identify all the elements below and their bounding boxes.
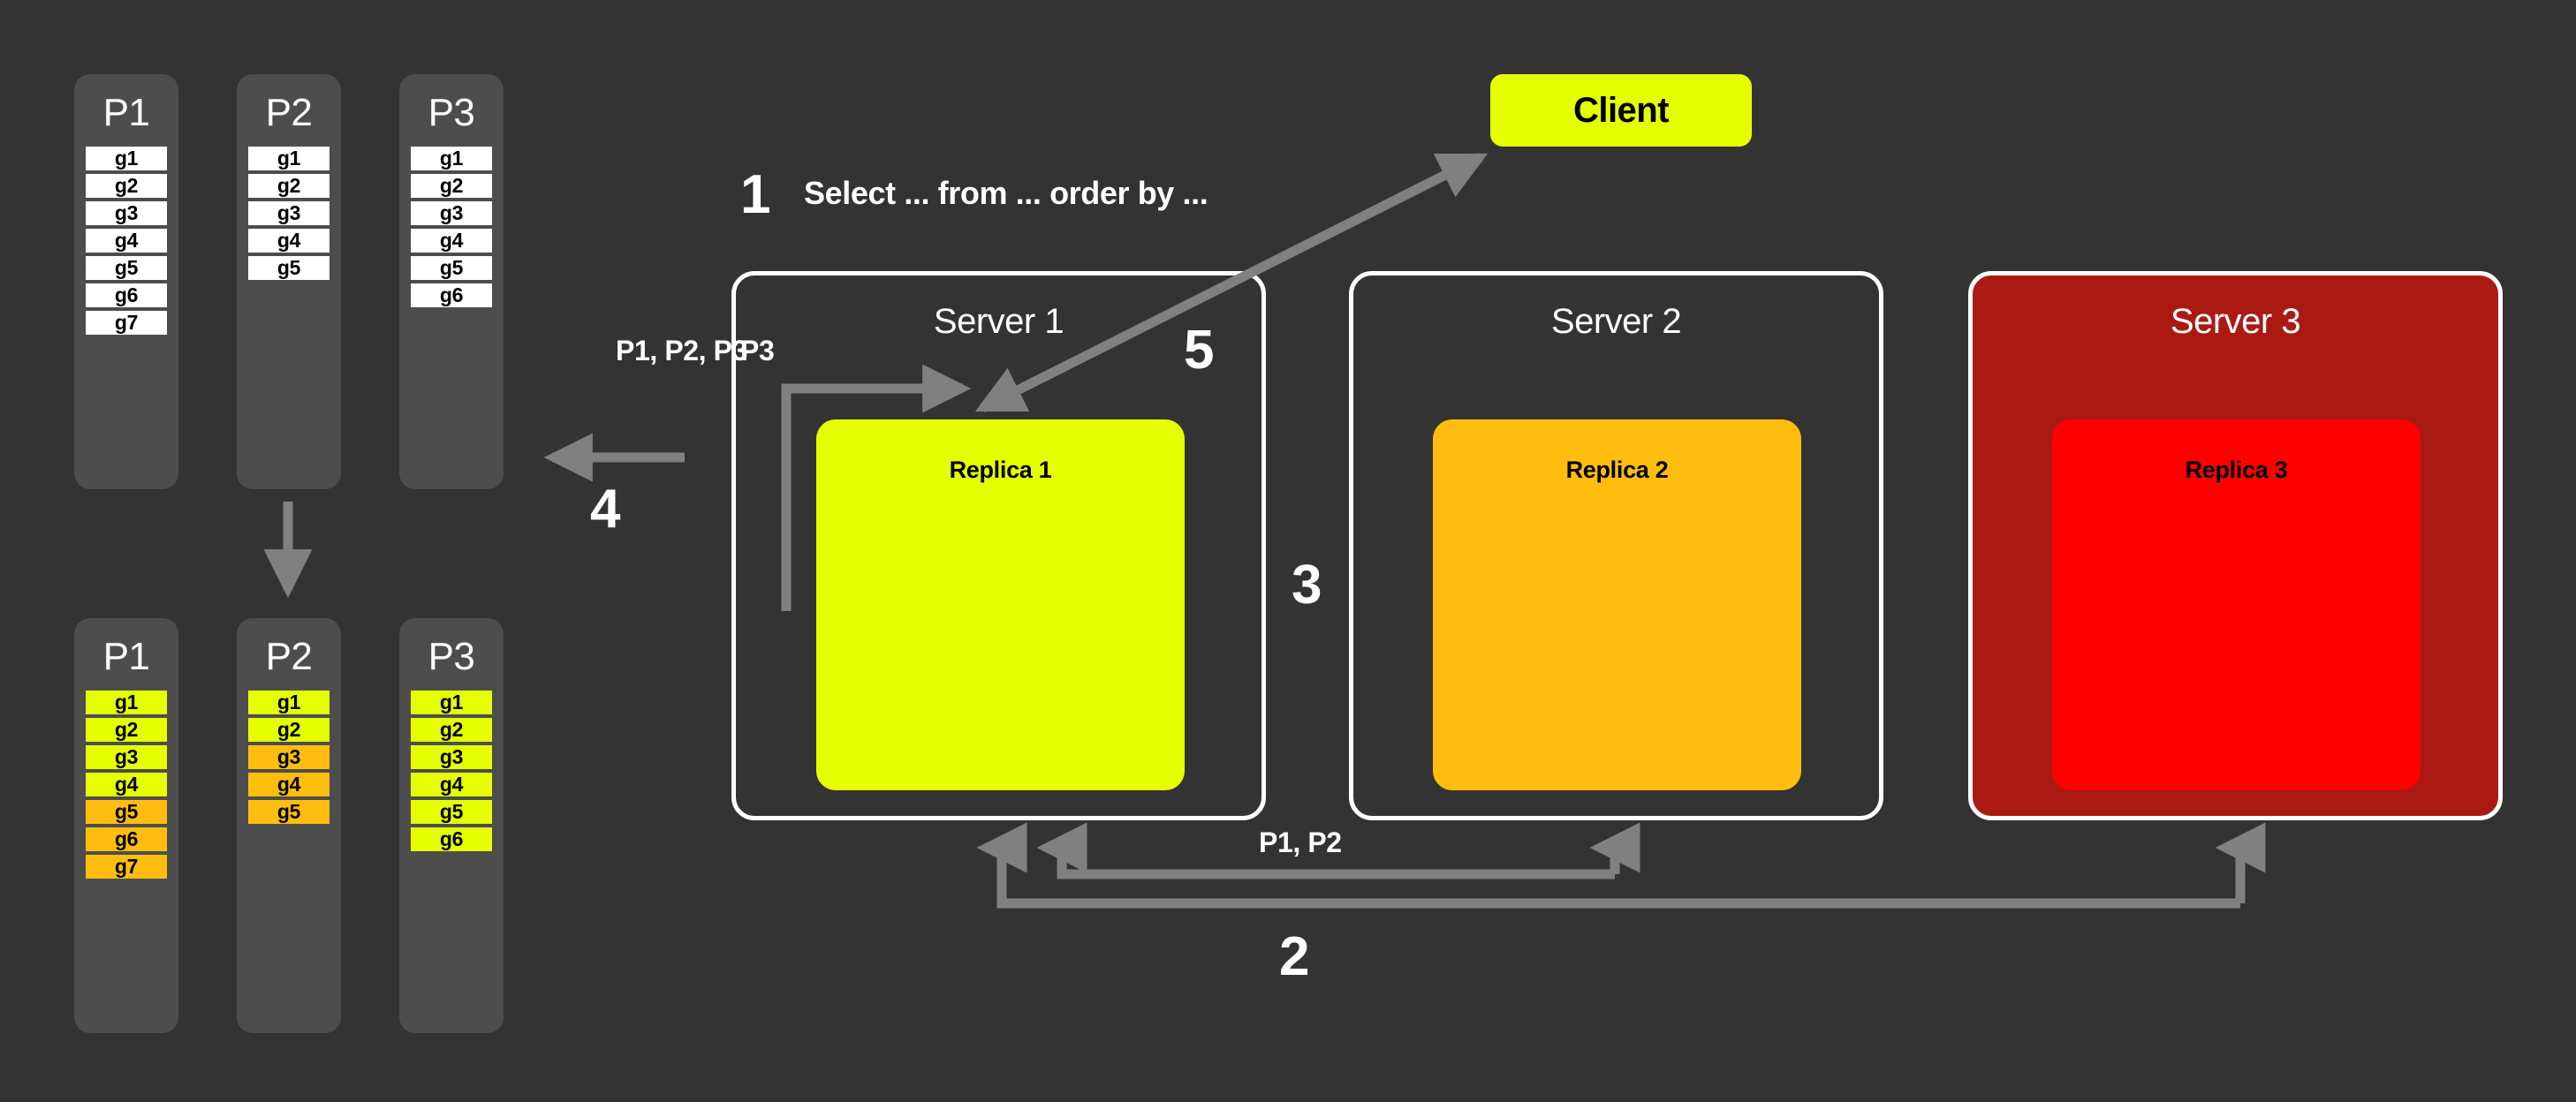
partition-cell: g4	[248, 773, 330, 796]
partition-cell: g5	[411, 256, 492, 280]
client-box[interactable]: Client	[1490, 74, 1752, 147]
replica-label: Replica 2	[1565, 457, 1669, 483]
partition-cell: g3	[411, 745, 492, 769]
partition-cell: g3	[411, 201, 492, 225]
partition-cells: g1 g2 g3 g4 g5	[237, 691, 341, 827]
partition-cell: g1	[248, 691, 330, 714]
step-5-number: 5	[1184, 320, 1214, 381]
partition-title: P3	[428, 635, 475, 678]
replica-2-box[interactable]: Replica 2	[1433, 419, 1801, 790]
p1p2-label: P1, P2	[1259, 826, 1342, 858]
partition-column-p2-before: P2 g1 g2 g3 g4 g5	[237, 74, 341, 489]
partition-cells: g1 g2 g3 g4 g5 g6 g7	[74, 691, 178, 882]
partition-cell: g5	[86, 800, 167, 824]
step-1-number: 1	[740, 164, 770, 225]
replica-label: Replica 3	[2185, 457, 2288, 483]
partition-cell: g1	[248, 147, 330, 170]
partition-column-p3-after: P3 g1 g2 g3 g4 g5 g6	[399, 618, 504, 1033]
partition-cell: g1	[411, 691, 492, 714]
partition-cell: g3	[86, 745, 167, 769]
partition-cell: g4	[411, 229, 492, 253]
partition-cell: g7	[86, 855, 167, 879]
partition-cell: g1	[86, 147, 167, 170]
partition-cell: g1	[411, 147, 492, 170]
partition-cell: g5	[411, 800, 492, 824]
p1p2p3-label: P1, P2, P3	[616, 335, 747, 366]
replica-3-box[interactable]: Replica 3	[2052, 419, 2421, 790]
partition-cell: g2	[86, 718, 167, 742]
query-label: Select ... from ... order by ...	[804, 175, 1208, 211]
step2-outer-bracket	[976, 822, 2240, 909]
partition-cell: g5	[248, 256, 330, 280]
partition-title: P1	[102, 91, 150, 134]
partition-cell: g4	[86, 773, 167, 796]
partition-cell: g6	[86, 827, 167, 851]
partition-cell: g1	[86, 691, 167, 714]
replica-label: Replica 1	[949, 457, 1052, 483]
p3-label: P3	[740, 335, 775, 366]
partition-cells: g1 g2 g3 g4 g5	[237, 147, 341, 283]
partition-cell: g7	[86, 311, 167, 335]
partition-cell: g3	[248, 745, 330, 769]
step-4-number: 4	[590, 479, 620, 540]
partition-cell: g5	[248, 800, 330, 824]
partition-cells: g1 g2 g3 g4 g5 g6	[399, 691, 504, 855]
partition-column-p2-after: P2 g1 g2 g3 g4 g5	[237, 618, 341, 1033]
partition-cell: g4	[411, 773, 492, 796]
partition-cell: g2	[86, 174, 167, 198]
server-title: Server 1	[933, 302, 1064, 341]
partition-column-p1-after: P1 g1 g2 g3 g4 g5 g6 g7	[74, 618, 178, 1033]
partition-cell: g5	[86, 256, 167, 280]
step-2-number: 2	[1279, 926, 1309, 987]
partition-cell: g3	[86, 201, 167, 225]
step-3-number: 3	[1292, 555, 1322, 615]
partition-title: P3	[428, 91, 475, 134]
partition-cells: g1 g2 g3 g4 g5 g6	[399, 147, 504, 311]
partition-cell: g2	[411, 174, 492, 198]
partition-cell: g4	[248, 229, 330, 253]
partition-cell: g2	[411, 718, 492, 742]
client-label: Client	[1572, 90, 1670, 130]
partition-cells: g1 g2 g3 g4 g5 g6 g7	[74, 147, 178, 338]
partition-cell: g4	[86, 229, 167, 253]
partition-title: P2	[265, 635, 313, 678]
partition-cell: g2	[248, 718, 330, 742]
server-title: Server 2	[1550, 302, 1682, 341]
partition-title: P1	[102, 635, 150, 678]
partition-cell: g6	[411, 283, 492, 307]
partition-cell: g6	[411, 827, 492, 851]
partition-cell: g3	[248, 201, 330, 225]
server-title: Server 3	[2170, 302, 2301, 341]
replica-1-box[interactable]: Replica 1	[816, 419, 1185, 790]
partition-cell: g2	[248, 174, 330, 198]
partition-column-p1-before: P1 g1 g2 g3 g4 g5 g6 g7	[74, 74, 178, 489]
partition-column-p3-before: P3 g1 g2 g3 g4 g5 g6	[399, 74, 504, 489]
partition-title: P2	[265, 91, 313, 134]
partition-cell: g6	[86, 283, 167, 307]
